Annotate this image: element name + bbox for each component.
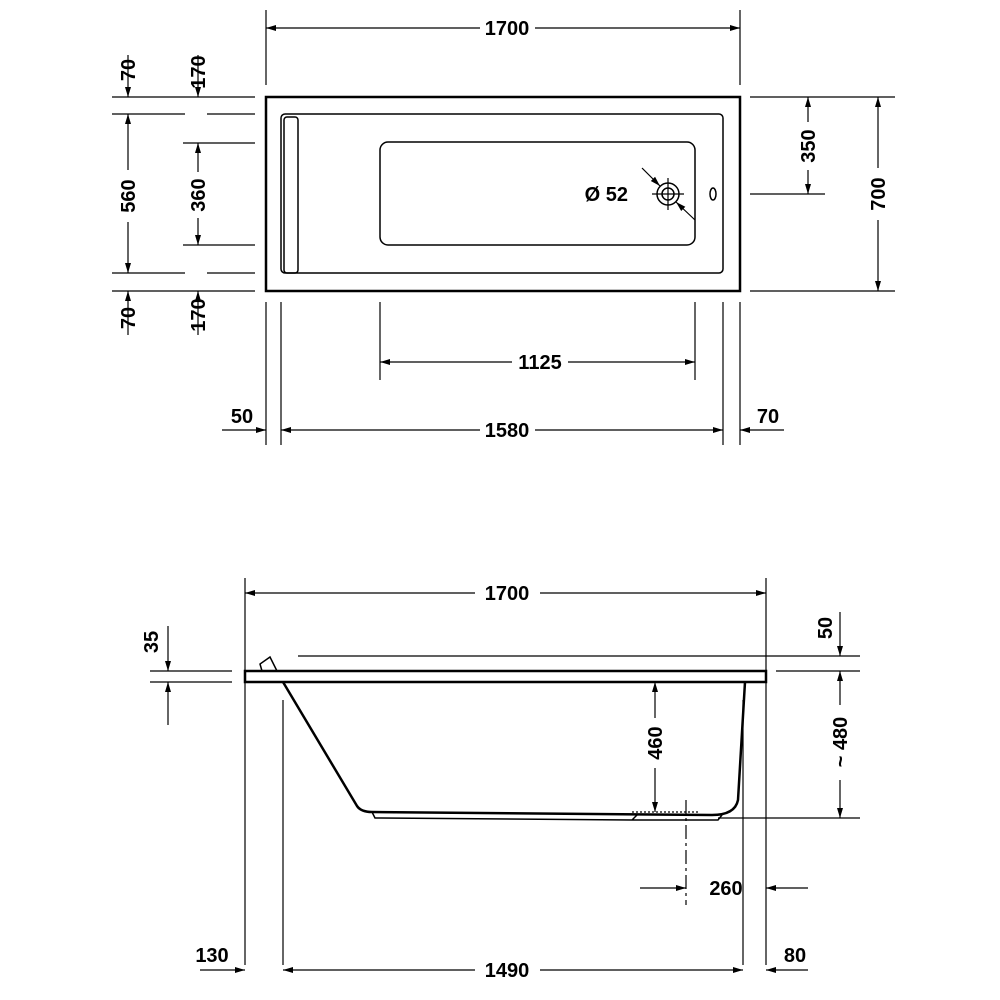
tub-body-side <box>281 681 747 817</box>
dim-drain-position: 260 <box>709 878 742 900</box>
dim-left-offset: 130 <box>195 945 228 967</box>
headrest <box>283 116 299 274</box>
tub-outline-top <box>264 95 742 293</box>
overflow-icon <box>709 187 717 201</box>
dim-rim-bottom: 70 <box>118 307 140 329</box>
drain-diameter-label: Ø 52 <box>585 184 628 206</box>
dim-rim-thickness: 35 <box>141 631 163 653</box>
side-view: 1700 35 50 460 ~ 480 260 1490 130 <box>141 578 860 982</box>
dim-basin-width: 360 <box>188 178 210 211</box>
dim-top-offset: 50 <box>815 617 837 639</box>
dim-left-margin: 50 <box>231 406 253 428</box>
tub-rim-inner <box>280 113 724 274</box>
dim-height: ~ 480 <box>830 717 852 768</box>
dim-rim-top: 70 <box>118 59 140 81</box>
tub-rim-side <box>243 669 768 684</box>
dim-bottom-length: 1490 <box>485 960 530 982</box>
dim-inner-length: 1580 <box>485 420 530 442</box>
headrest-side <box>259 655 278 672</box>
dim-side-overall-length: 1700 <box>485 583 530 605</box>
dim-overall-length: 1700 <box>485 18 530 40</box>
dim-drain-offset: 350 <box>798 129 820 162</box>
tub-base <box>371 811 723 821</box>
dim-overall-width: 700 <box>868 177 890 210</box>
dim-basin-length: 1125 <box>518 352 561 374</box>
tub-basin <box>379 141 696 246</box>
top-view: Ø 52 1700 70 170 560 360 70 170 <box>112 10 895 445</box>
dim-depth: 460 <box>645 726 667 759</box>
dim-right-margin: 70 <box>757 406 779 428</box>
dim-inner-width: 560 <box>118 179 140 212</box>
dim-right-offset: 80 <box>784 945 806 967</box>
drain-icon <box>652 178 684 210</box>
dim-basin-offset-bottom: 170 <box>188 298 210 331</box>
dim-basin-offset-top: 170 <box>188 55 210 88</box>
